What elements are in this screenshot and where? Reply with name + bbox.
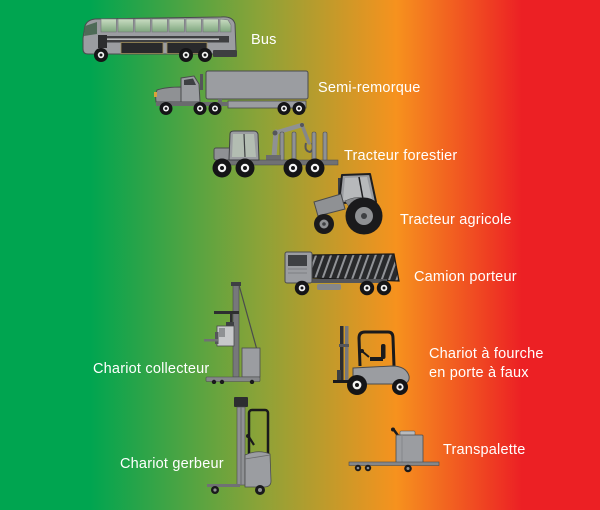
forestry-tractor-icon — [208, 117, 340, 179]
label-chariot-gerbeur: Chariot gerbeur — [120, 456, 224, 472]
semi-trailer-truck-icon — [152, 69, 312, 117]
counterbalance-forklift-icon — [332, 324, 418, 398]
label-semi-remorque: Semi-remorque — [318, 80, 421, 96]
pallet-truck-icon — [347, 427, 441, 473]
pallet-stacker-icon — [204, 397, 272, 497]
label-tracteur-agricole: Tracteur agricole — [400, 212, 512, 228]
label-chariot-a-fourche: Chariot à fourche en porte à faux — [429, 346, 544, 381]
label-chariot-collecteur: Chariot collecteur — [93, 361, 210, 377]
label-camion-porteur: Camion porteur — [414, 269, 517, 285]
order-picker-icon — [202, 282, 266, 384]
farm-tractor-icon — [311, 171, 387, 236]
label-tracteur-forestier: Tracteur forestier — [344, 148, 458, 164]
bus-icon — [75, 13, 240, 63]
label-transpalette: Transpalette — [443, 442, 526, 458]
label-bus: Bus — [251, 32, 277, 48]
flatbed-truck-icon — [281, 245, 403, 297]
